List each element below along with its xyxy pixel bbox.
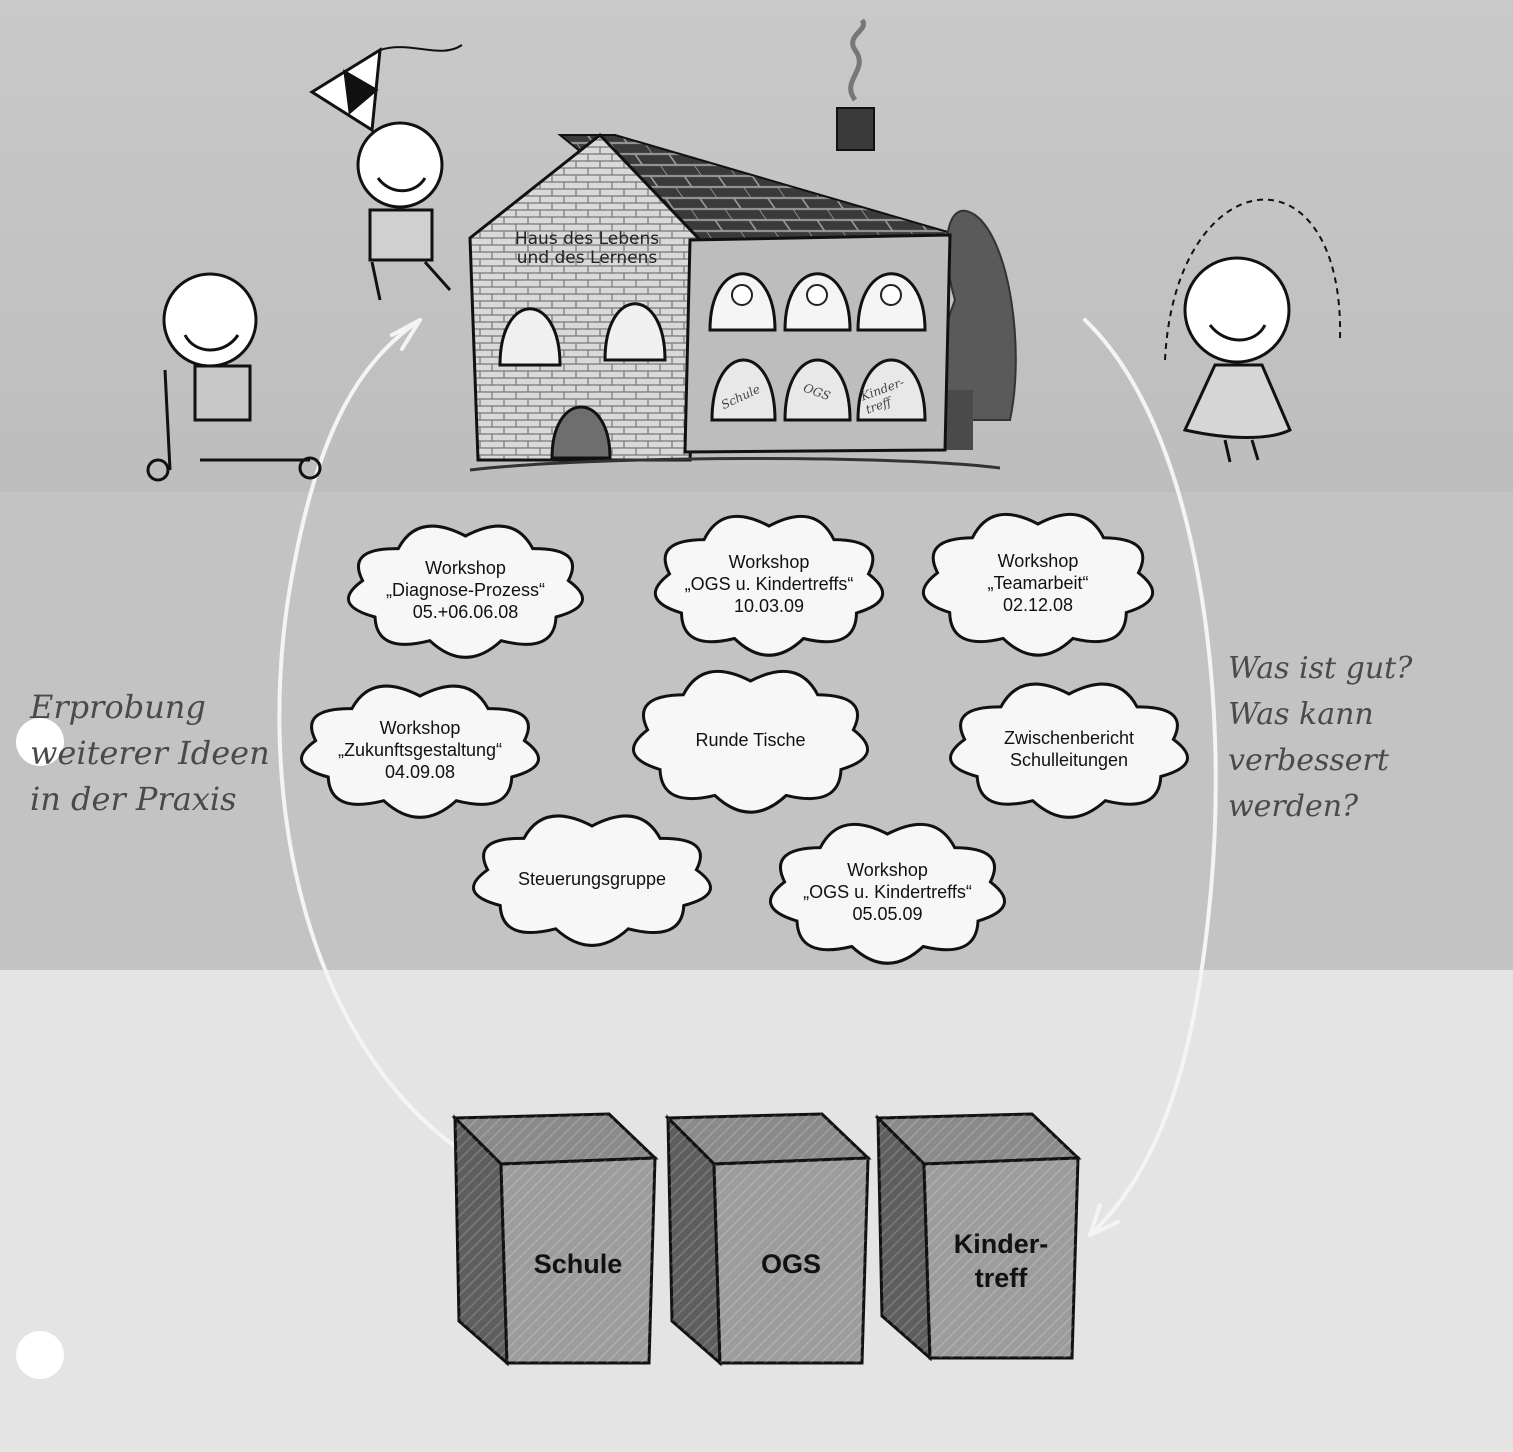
cloud-label-line: Runde Tische (695, 730, 806, 750)
cube-label-line: OGS (760, 1248, 821, 1279)
cloud-shape (347, 524, 584, 659)
cloud-label: Runde Tische (628, 665, 873, 815)
house-sign-line-1: Haus des Lebens (514, 229, 660, 249)
cloud-label-line: „OGS u. Kindertreffs“ (803, 882, 972, 902)
cloud-label-line: 10.03.09 (733, 596, 805, 616)
cloud-label-line: 04.09.08 (384, 762, 456, 782)
cube-shapes (451, 1112, 1082, 1367)
cloud-label-line: Workshop (997, 551, 1079, 571)
punch-hole-upper (16, 718, 64, 766)
cube-hatch (455, 1118, 507, 1363)
cycle-arrow-right (1083, 318, 1218, 1237)
cube-hatch (878, 1118, 930, 1358)
cloud-shape (653, 514, 885, 657)
cloud-label: Workshop„OGS u. Kindertreffs“10.03.09 (650, 510, 888, 658)
cloud-label-line: 02.12.08 (1002, 595, 1074, 615)
cloud-label-line: 05.05.09 (852, 904, 923, 924)
cloud-label-line: Schulleitungen (1009, 750, 1129, 770)
left-note-line-1: Erprobung (30, 688, 206, 726)
cube-label-line: Kinder- (953, 1229, 1049, 1259)
child-on-scooter-illustration (146, 272, 322, 482)
cube-label: Schule (501, 1247, 655, 1281)
cube-hatch (501, 1158, 655, 1363)
cloud-label-line: „OGS u. Kindertreffs“ (684, 574, 854, 594)
cube-hatch (878, 1114, 1078, 1164)
left-note: Erprobung weiterer Ideen in der Praxis (30, 684, 280, 822)
girl-skipping-rope-illustration (1164, 198, 1342, 463)
cloud-label: Workshop„Diagnose-Prozess“05.+06.06.08 (343, 520, 588, 660)
cloud-label-line: Steuerungsgruppe (517, 869, 667, 889)
house-illustration (468, 18, 1017, 472)
cube-hatch (668, 1114, 868, 1164)
punch-hole-lower (16, 1331, 64, 1379)
cloud-label-line: „Diagnose-Prozess“ (385, 580, 546, 600)
cloud-label-line: „Teamarbeit“ (987, 573, 1089, 593)
left-note-line-3: in der Praxis (30, 780, 237, 818)
cloud-label-line: „Zukunftsgestaltung“ (337, 740, 503, 760)
cloud-shape (472, 814, 712, 947)
left-note-line-2: weiterer Ideen (30, 734, 270, 772)
cloud-label-line: 05.+06.06.08 (412, 602, 519, 622)
cube-hatch (455, 1114, 655, 1164)
cloud-shape (632, 669, 869, 814)
cycle-arrow-left (277, 318, 477, 1162)
cube-label: Kinder-treff (924, 1227, 1078, 1295)
cube-label: OGS (714, 1247, 868, 1281)
cloud-label: Workshop„Teamarbeit“02.12.08 (918, 508, 1158, 658)
cloud-label: Workshop„OGS u. Kindertreffs“05.05.09 (765, 818, 1010, 966)
cube-hatch (714, 1158, 868, 1363)
cloud-label: Workshop„Zukunftsgestaltung“04.09.08 (296, 680, 544, 820)
cloud-label-line: Zwischenbericht (1003, 728, 1135, 748)
cloud-label-line: Workshop (379, 718, 461, 738)
cube-label-line: treff (974, 1263, 1028, 1293)
right-note-line-2: Was kann (1228, 697, 1374, 732)
cube-hatch (668, 1118, 720, 1363)
cube-hatch (924, 1158, 1078, 1358)
cloud-shape (949, 682, 1189, 819)
house-sign-line-2: und des Lernens (516, 248, 658, 268)
cloud-label-line: Workshop (728, 552, 810, 572)
cloud-shape (300, 684, 540, 819)
cloud-label: Steuerungsgruppe (468, 810, 716, 948)
cube-label-line: Schule (533, 1248, 623, 1279)
right-note-line-1: Was ist gut? (1228, 651, 1413, 686)
cloud-shapes (300, 512, 1189, 965)
cloud-shape (921, 512, 1155, 657)
right-note: Was ist gut? Was kann verbessert werden? (1228, 646, 1508, 830)
right-note-line-3: verbessert werden? (1228, 743, 1389, 824)
cloud-label-line: Workshop (425, 558, 506, 578)
child-with-kite-illustration (309, 44, 463, 301)
house-sign: Haus des Lebens und des Lernens (497, 230, 677, 268)
cloud-label-line: Workshop (847, 860, 928, 880)
cloud-shape (769, 822, 1006, 965)
